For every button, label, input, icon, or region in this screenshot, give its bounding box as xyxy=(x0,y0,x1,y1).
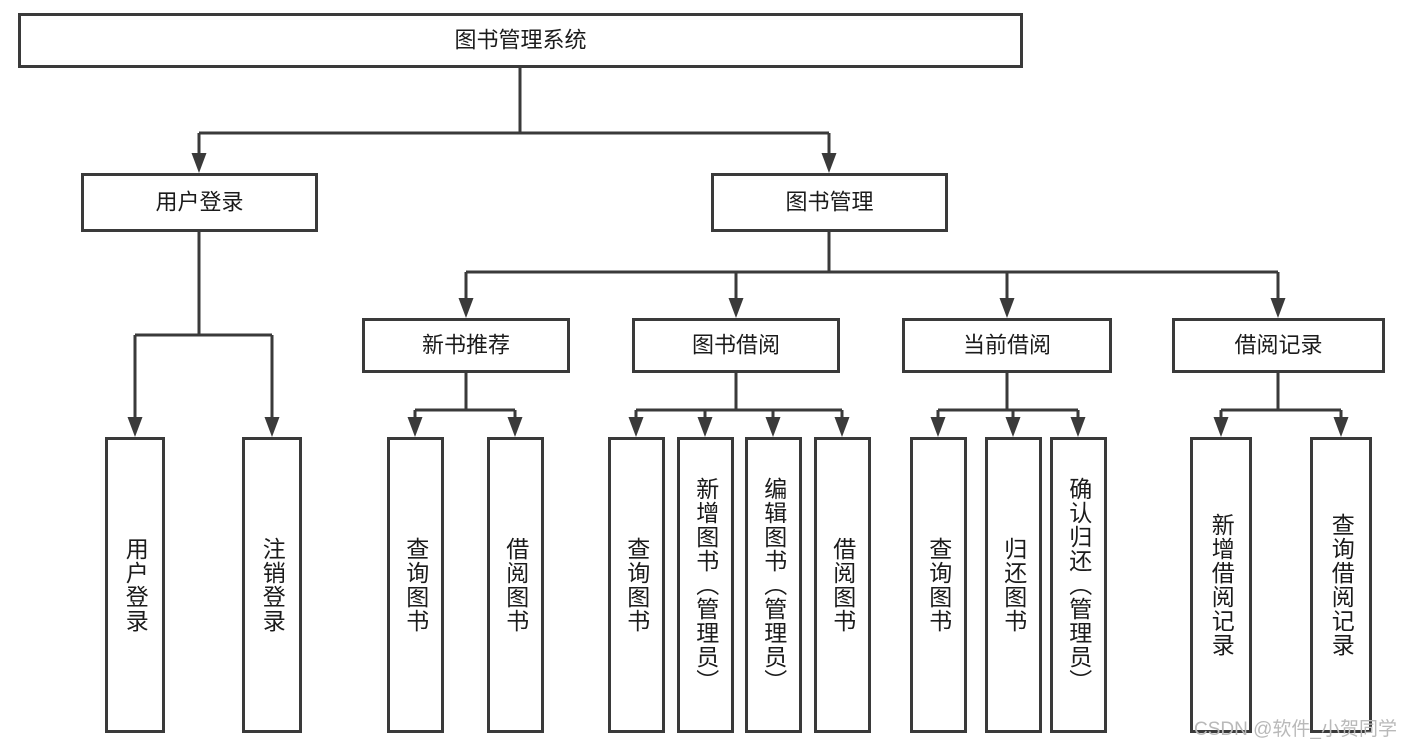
level3-label-0: 新书推荐 xyxy=(422,332,510,357)
book-mgmt-to-level3-branch-3-head xyxy=(1270,298,1286,318)
level3-box-1[interactable] xyxy=(632,318,840,373)
leaf-box-4[interactable] xyxy=(608,437,665,733)
level3-group-1-branch-3-head xyxy=(834,417,850,437)
leaf-box-6[interactable] xyxy=(745,437,802,733)
level3-group-0-branch-1-head xyxy=(507,417,523,437)
leaf-box-11[interactable] xyxy=(1190,437,1252,733)
level3-box-0[interactable] xyxy=(362,318,570,373)
level3-group-2-branch-1-head xyxy=(1005,417,1021,437)
root-box-0[interactable] xyxy=(18,13,1023,68)
level3-group-0-branch-0-head xyxy=(407,417,423,437)
user-login-to-leaves-branch-0-head xyxy=(127,417,143,437)
level3-label-1: 图书借阅 xyxy=(692,332,780,357)
level3-box-2[interactable] xyxy=(902,318,1112,373)
root-to-level2-branch-1-head xyxy=(821,153,837,173)
root-to-level2-branch-0-head xyxy=(191,153,207,173)
leaf-box-2[interactable] xyxy=(387,437,444,733)
csdn-watermark: CSDN @软件_小贺同学 xyxy=(1194,719,1397,740)
level3-box-3[interactable] xyxy=(1172,318,1385,373)
leaf-box-0[interactable] xyxy=(105,437,165,733)
level3-group-2-branch-0-head xyxy=(930,417,946,437)
root-label-0: 图书管理系统 xyxy=(454,27,586,52)
leaf-box-3[interactable] xyxy=(487,437,544,733)
level2-box-0[interactable] xyxy=(81,173,318,232)
leaf-box-8[interactable] xyxy=(910,437,967,733)
leaf-box-10[interactable] xyxy=(1050,437,1107,733)
level3-group-2-branch-2-head xyxy=(1070,417,1086,437)
leaf-box-1[interactable] xyxy=(242,437,302,733)
level2-label-0: 用户登录 xyxy=(155,189,243,214)
user-login-to-leaves-branch-1-head xyxy=(264,417,280,437)
leaf-box-7[interactable] xyxy=(814,437,871,733)
level3-group-1-branch-1-head xyxy=(697,417,713,437)
level3-group-1-branch-0-head xyxy=(628,417,644,437)
book-mgmt-to-level3-branch-1-head xyxy=(728,298,744,318)
level2-box-1[interactable] xyxy=(711,173,948,232)
leaf-box-5[interactable] xyxy=(677,437,734,733)
level2-label-1: 图书管理 xyxy=(785,189,873,214)
level3-group-3-branch-1-head xyxy=(1333,417,1349,437)
book-mgmt-to-level3-branch-0-head xyxy=(458,298,474,318)
level3-group-1-branch-2-head xyxy=(765,417,781,437)
level3-label-3: 借阅记录 xyxy=(1234,332,1322,357)
level3-group-3-branch-0-head xyxy=(1213,417,1229,437)
level3-label-2: 当前借阅 xyxy=(963,332,1051,357)
book-mgmt-to-level3-branch-2-head xyxy=(999,298,1015,318)
node-box-layer xyxy=(18,13,1385,733)
leaf-box-12[interactable] xyxy=(1310,437,1372,733)
connector-layer xyxy=(127,68,1349,437)
leaf-box-9[interactable] xyxy=(985,437,1042,733)
